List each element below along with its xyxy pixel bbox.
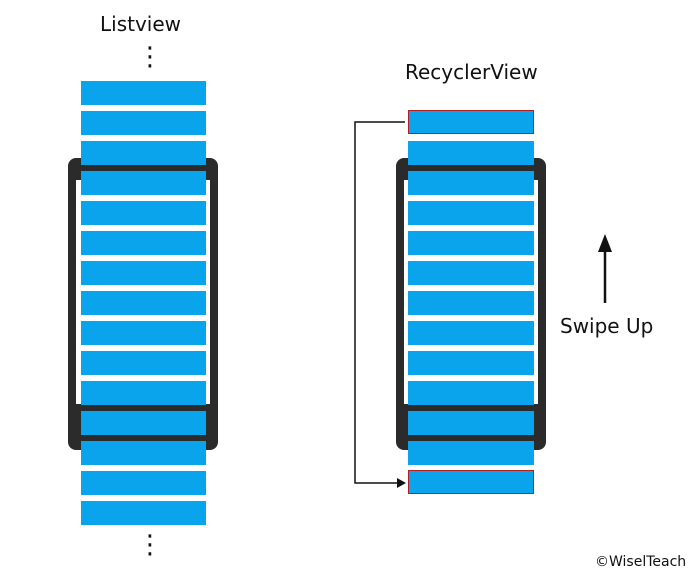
listview-row — [81, 441, 206, 465]
listview-row — [81, 381, 206, 405]
recycled-row-bottom — [408, 470, 534, 494]
recyclerview-row — [408, 231, 534, 255]
listview-title: Listview — [100, 12, 182, 36]
recyclerview-row — [408, 171, 534, 195]
recycled-row-top — [408, 110, 534, 134]
listview-row — [81, 321, 206, 345]
listview-row — [81, 351, 206, 375]
recyclerview-row — [408, 441, 534, 465]
listview-row — [81, 81, 206, 105]
recyclerview-row — [408, 141, 534, 165]
listview-row — [81, 471, 206, 495]
listview-row — [81, 231, 206, 255]
recyclerview-title: RecyclerView — [405, 60, 538, 84]
listview-row — [81, 111, 206, 135]
listview-row — [81, 261, 206, 285]
recyclerview-row — [408, 381, 534, 405]
recyclerview-row — [408, 201, 534, 225]
credit-text: ©WiselTeach — [595, 554, 687, 570]
swipe-up-label: Swipe Up — [560, 314, 654, 338]
listview-row — [81, 171, 206, 195]
recyclerview-row — [408, 351, 534, 375]
listview-row — [81, 141, 206, 165]
listview-row — [81, 291, 206, 315]
recyclerview-row — [408, 291, 534, 315]
recyclerview-row — [408, 321, 534, 345]
listview-row — [81, 201, 206, 225]
listview-row — [81, 411, 206, 435]
recyclerview-row — [408, 261, 534, 285]
recyclerview-row — [408, 411, 534, 435]
listview-row — [81, 501, 206, 525]
